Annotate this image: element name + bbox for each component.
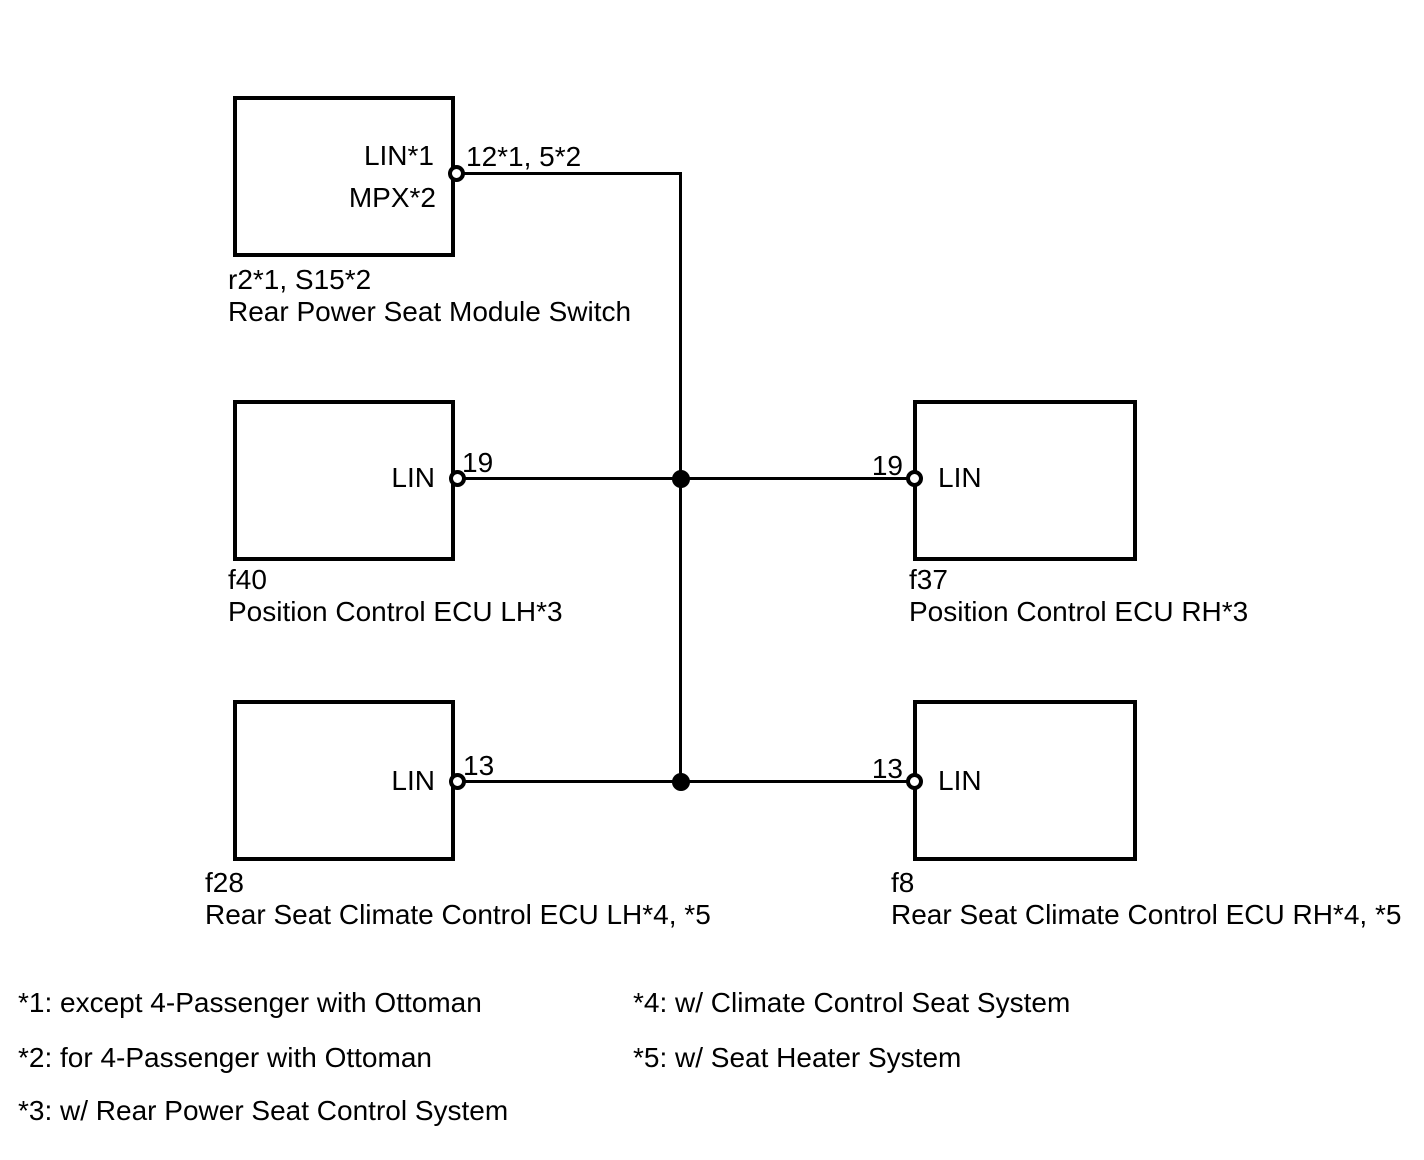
footnote-5: *5: w/ Seat Heater System <box>633 1042 962 1073</box>
port-label-switch-lin: LIN*1 <box>363 140 434 171</box>
pin-number-switch: 12*1, 5*2 <box>466 141 582 172</box>
pin-number-position-rh: 19 <box>871 450 903 481</box>
node-box-rear-power-seat-module-switch <box>233 96 455 257</box>
terminal-circle-climate-rh <box>906 773 923 790</box>
port-label-position-lh: LIN <box>391 462 435 493</box>
port-label-climate-lh: LIN <box>391 765 435 796</box>
port-label-switch-mpx: MPX*2 <box>348 182 436 213</box>
footnote-3: *3: w/ Rear Power Seat Control System <box>18 1095 509 1126</box>
junction-dot-position-row <box>672 470 690 488</box>
connector-code-position-rh: f37 <box>909 564 948 595</box>
terminal-circle-climate-lh <box>449 773 466 790</box>
caption-switch: r2*1, S15*2 Rear Power Seat Module Switc… <box>228 264 631 328</box>
wire-switch-to-bus <box>456 172 682 175</box>
port-label-position-rh: LIN <box>938 462 982 493</box>
caption-position-rh: f37 Position Control ECU RH*3 <box>909 564 1248 628</box>
connector-code-position-lh: f40 <box>228 564 267 595</box>
port-label-climate-rh: LIN <box>938 765 982 796</box>
footnote-4: *4: w/ Climate Control Seat System <box>633 987 1071 1018</box>
node-name-position-lh: Position Control ECU LH*3 <box>228 596 563 627</box>
connector-code-climate-lh: f28 <box>205 867 244 898</box>
terminal-circle-position-lh <box>449 470 466 487</box>
connector-code-climate-rh: f8 <box>891 867 915 898</box>
junction-dot-climate-row <box>672 773 690 791</box>
caption-position-lh: f40 Position Control ECU LH*3 <box>228 564 563 628</box>
node-name-switch: Rear Power Seat Module Switch <box>228 296 632 327</box>
node-name-position-rh: Position Control ECU RH*3 <box>909 596 1249 627</box>
caption-climate-lh: f28 Rear Seat Climate Control ECU LH*4, … <box>205 867 711 931</box>
footnote-2: *2: for 4-Passenger with Ottoman <box>18 1042 432 1073</box>
caption-climate-rh: f8 Rear Seat Climate Control ECU RH*4, *… <box>891 867 1401 931</box>
footnote-1: *1: except 4-Passenger with Ottoman <box>18 987 482 1018</box>
node-name-climate-rh: Rear Seat Climate Control ECU RH*4, *5 <box>891 899 1402 930</box>
pin-number-climate-rh: 13 <box>871 753 903 784</box>
terminal-circle-switch <box>448 165 465 182</box>
connector-code-switch: r2*1, S15*2 <box>228 264 372 295</box>
pin-number-position-lh: 19 <box>462 447 494 478</box>
node-name-climate-lh: Rear Seat Climate Control ECU LH*4, *5 <box>205 899 711 930</box>
terminal-circle-position-rh <box>906 470 923 487</box>
pin-number-climate-lh: 13 <box>463 750 495 781</box>
